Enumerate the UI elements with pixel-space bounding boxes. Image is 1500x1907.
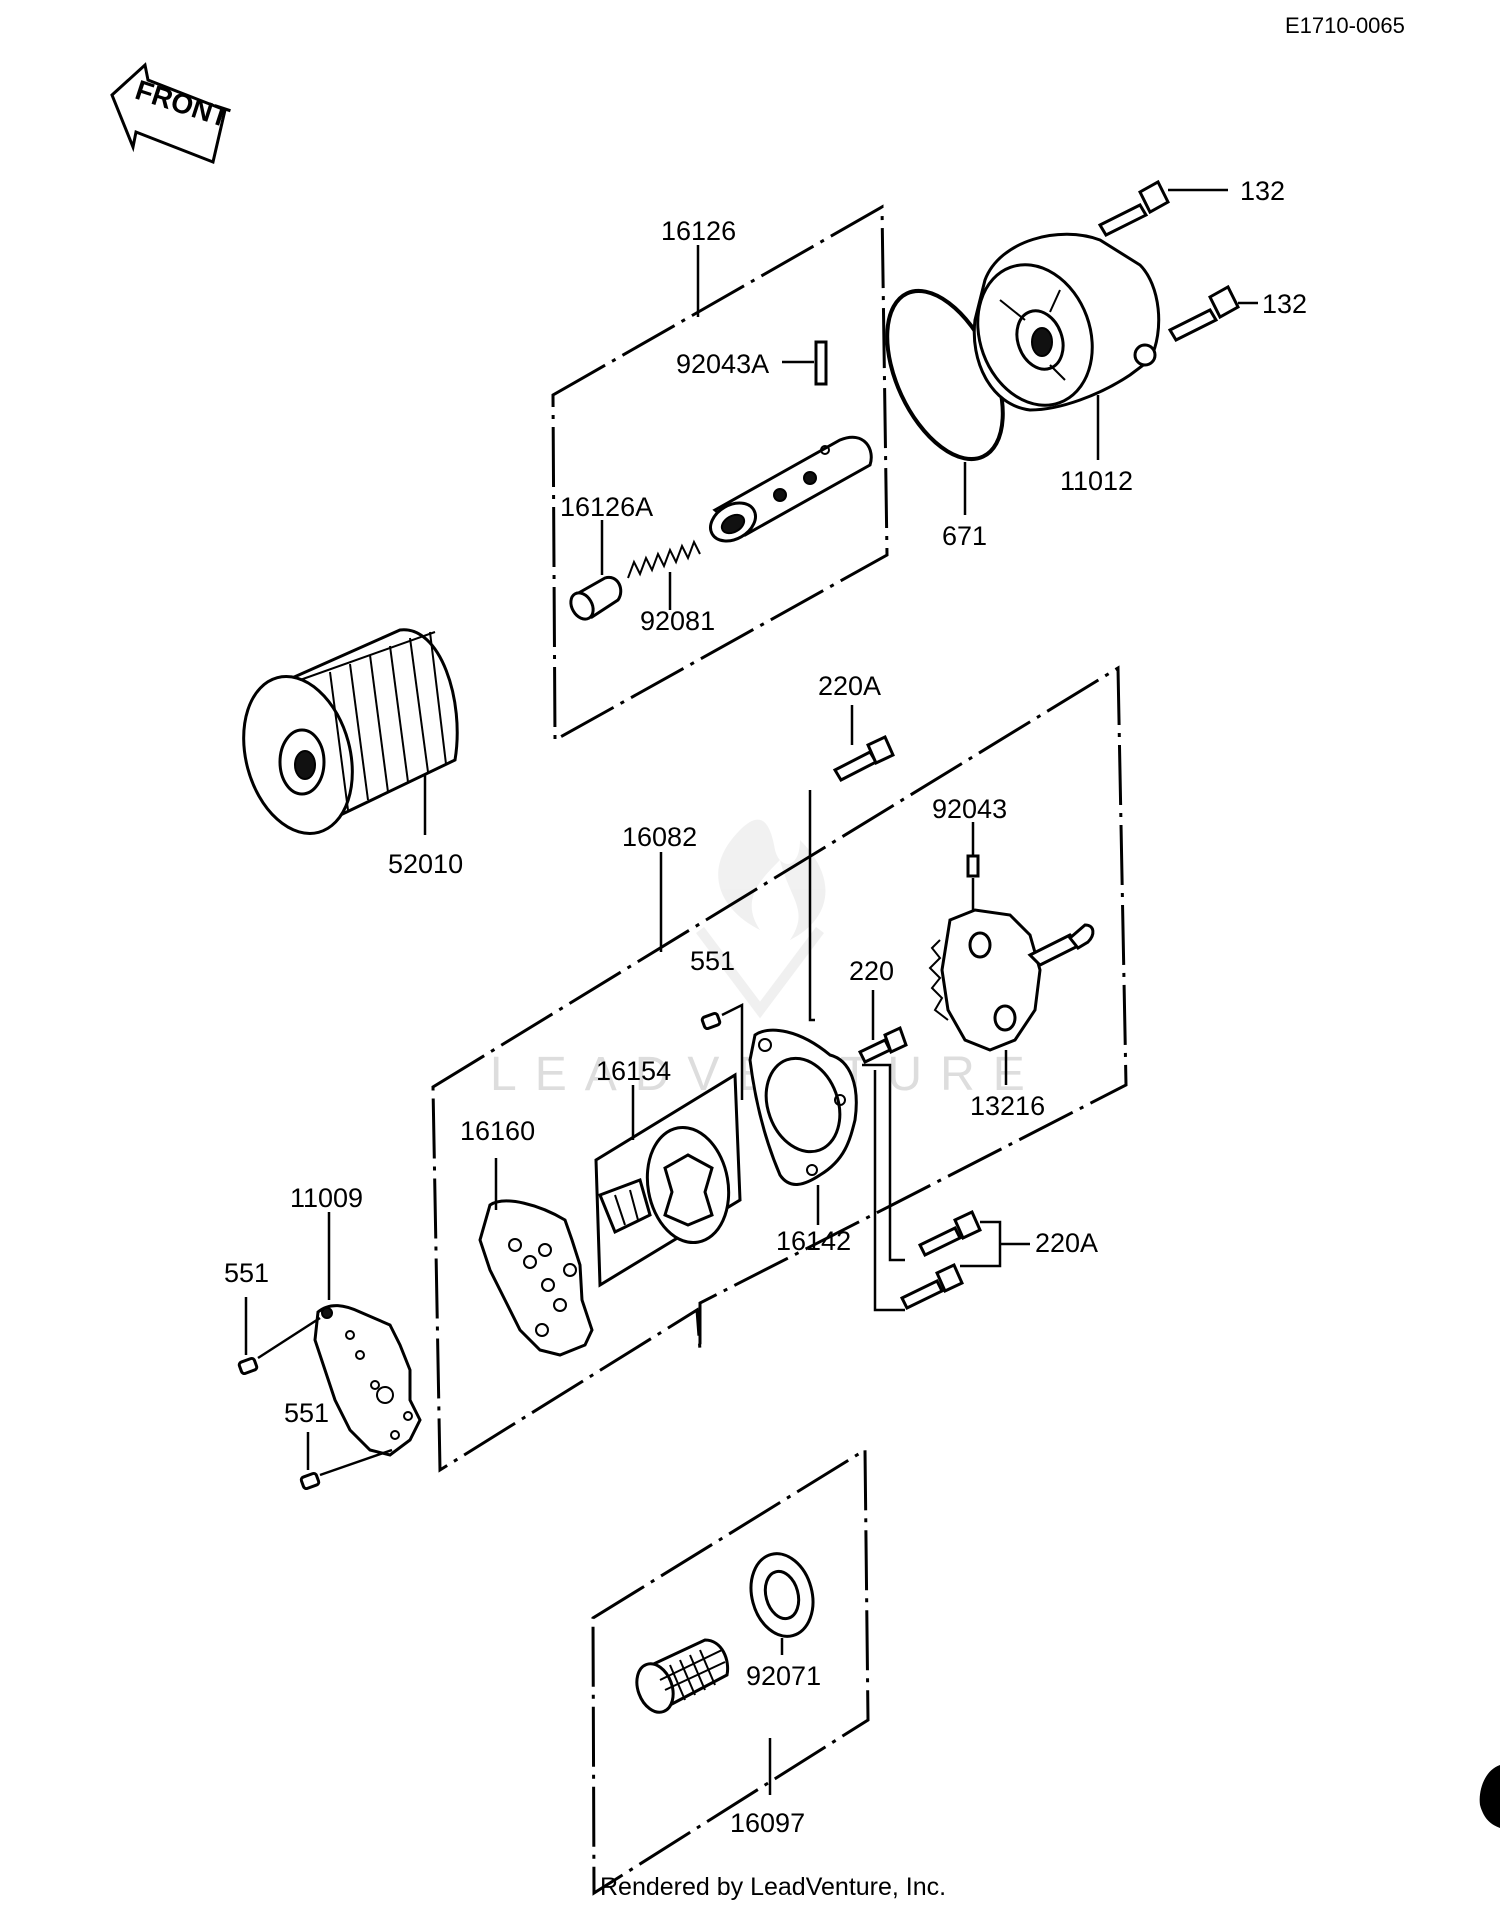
bolt-220a-pair-upper[interactable] bbox=[917, 1209, 982, 1257]
label-16142: 16142 bbox=[776, 1226, 851, 1256]
label-551-center: 551 bbox=[690, 946, 735, 976]
label-16126: 16126 bbox=[661, 216, 736, 246]
pump-cover-plate-16160[interactable] bbox=[478, 1199, 594, 1357]
dowel-551-left-upper[interactable] bbox=[237, 1356, 259, 1376]
pin-92043a[interactable] bbox=[814, 340, 828, 386]
gear-shaft-13216[interactable] bbox=[928, 908, 1095, 1052]
label-11009: 11009 bbox=[290, 1183, 363, 1213]
label-13216: 13216 bbox=[970, 1091, 1045, 1121]
strainer-16097[interactable] bbox=[630, 1638, 730, 1717]
bolt-220[interactable] bbox=[857, 1025, 908, 1064]
edge-mark bbox=[1479, 1765, 1500, 1828]
label-16082: 16082 bbox=[622, 822, 697, 852]
gasket-11009[interactable] bbox=[313, 1304, 422, 1457]
label-220a-pair: 220A bbox=[1035, 1228, 1098, 1258]
dowel-551-left-lower[interactable] bbox=[299, 1471, 321, 1491]
label-551-left-upper: 551 bbox=[224, 1258, 269, 1288]
bolt-132-lower[interactable] bbox=[1167, 284, 1240, 342]
label-52010: 52010 bbox=[388, 849, 463, 879]
dowel-551-center[interactable] bbox=[700, 1011, 722, 1031]
rotor-set-16154[interactable] bbox=[598, 1121, 737, 1249]
label-16097: 16097 bbox=[730, 1808, 805, 1838]
pump-body-16142[interactable] bbox=[748, 1028, 858, 1186]
front-arrow-icon: FRONT bbox=[110, 62, 233, 165]
footer-credit: Rendered by LeadVenture, Inc. bbox=[600, 1873, 946, 1901]
seal-92071[interactable] bbox=[742, 1547, 822, 1644]
plunger-16126a[interactable] bbox=[566, 575, 623, 623]
label-551-left-lower: 551 bbox=[284, 1398, 329, 1428]
label-16154: 16154 bbox=[596, 1056, 671, 1086]
bolt-220a-top[interactable] bbox=[832, 734, 895, 782]
label-16126a: 16126A bbox=[560, 492, 653, 522]
label-671: 671 bbox=[942, 521, 987, 551]
label-220: 220 bbox=[849, 956, 894, 986]
label-92081: 92081 bbox=[640, 606, 715, 636]
label-92071: 92071 bbox=[746, 1661, 821, 1691]
label-220a-top: 220A bbox=[818, 671, 881, 701]
bolt-132-upper[interactable] bbox=[1097, 179, 1170, 237]
label-132-upper: 132 bbox=[1240, 176, 1285, 206]
label-16160: 16160 bbox=[460, 1116, 535, 1146]
label-11012: 11012 bbox=[1060, 466, 1133, 496]
pin-92043[interactable] bbox=[966, 854, 980, 878]
strainer-box bbox=[591, 1447, 870, 1896]
label-92043: 92043 bbox=[932, 794, 1007, 824]
pump-assembly-box bbox=[431, 665, 1128, 1473]
oil-filter-52010[interactable] bbox=[227, 628, 459, 846]
relief-valve-body[interactable] bbox=[704, 435, 873, 548]
spring-92081[interactable] bbox=[627, 539, 701, 579]
oil-pump-cover-11012[interactable] bbox=[959, 232, 1161, 421]
bolt-220a-pair-lower[interactable] bbox=[899, 1262, 964, 1310]
label-92043a: 92043A bbox=[676, 349, 769, 379]
diagram-code: E1710-0065 bbox=[1285, 13, 1405, 38]
label-132-lower: 132 bbox=[1262, 289, 1307, 319]
relief-valve-kit-box bbox=[551, 204, 889, 743]
watermark-logo bbox=[696, 819, 826, 1019]
